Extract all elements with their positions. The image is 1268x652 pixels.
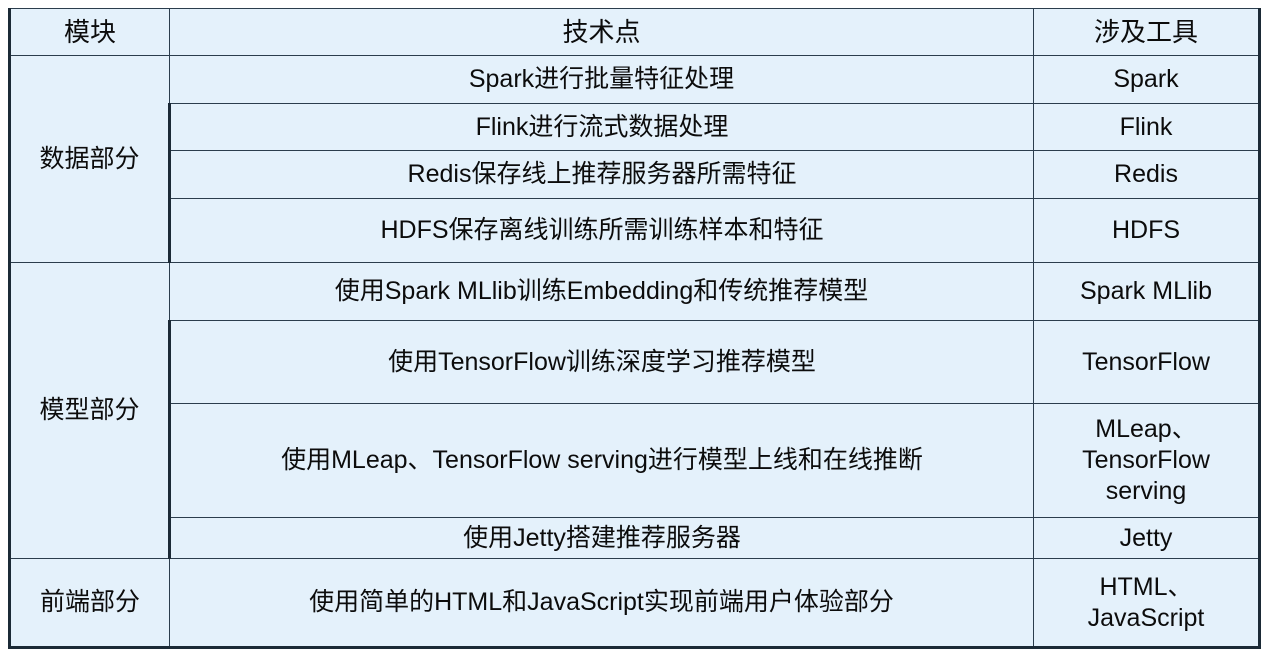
tool-cell: Redis (1033, 150, 1261, 199)
tech-point-cell: Redis保存线上推荐服务器所需特征 (168, 150, 1034, 199)
tool-cell: Flink (1033, 103, 1261, 151)
table-row: 数据部分 Spark进行批量特征处理 Spark (8, 55, 1261, 263)
tech-stack-table: 模块 技术点 涉及工具 数据部分 Spark进行批量特征处理 Spark Fli… (8, 8, 1261, 649)
tool-cell: Spark (1033, 55, 1261, 104)
table-header: 模块 技术点 涉及工具 (8, 8, 1261, 56)
tool-cell: TensorFlow (1033, 320, 1261, 404)
tool-cell: Jetty (1033, 517, 1261, 559)
table-row: HDFS保存离线训练所需训练样本和特征 HDFS (10, 198, 1261, 263)
tech-point-cell: 使用TensorFlow训练深度学习推荐模型 (168, 320, 1034, 404)
table-row: Flink进行流式数据处理 Flink (10, 103, 1261, 151)
table-row: 使用TensorFlow训练深度学习推荐模型 TensorFlow (10, 320, 1261, 404)
table-row: 使用Jetty搭建推荐服务器 Jetty (10, 517, 1261, 559)
table-row: 前端部分 使用简单的HTML和JavaScript实现前端用户体验部分 HTML… (8, 558, 1261, 649)
table-row: 模型部分 使用Spark MLlib训练Embedding和传统推荐模型 Spa… (8, 262, 1261, 559)
tech-point-cell: HDFS保存离线训练所需训练样本和特征 (168, 198, 1034, 263)
module-group-label-data: 数据部分 (8, 55, 170, 263)
tool-cell: HTML、 JavaScript (1033, 558, 1261, 649)
module-group-label-model: 模型部分 (8, 262, 170, 559)
table-row: Redis保存线上推荐服务器所需特征 Redis (10, 150, 1261, 199)
tech-point-cell: 使用Spark MLlib训练Embedding和传统推荐模型 (169, 262, 1034, 321)
module-group-label-frontend: 前端部分 (8, 558, 170, 649)
tech-point-cell: Spark进行批量特征处理 (169, 55, 1034, 104)
table-row: 使用MLeap、TensorFlow serving进行模型上线和在线推断 ML… (10, 403, 1261, 518)
table-header-row: 模块 技术点 涉及工具 (8, 8, 1261, 56)
tech-point-cell: 使用Jetty搭建推荐服务器 (168, 517, 1034, 559)
tech-point-cell: Flink进行流式数据处理 (168, 103, 1034, 151)
tool-cell: HDFS (1033, 198, 1261, 263)
tech-point-cell: 使用MLeap、TensorFlow serving进行模型上线和在线推断 (168, 403, 1034, 518)
tech-point-cell: 使用简单的HTML和JavaScript实现前端用户体验部分 (169, 558, 1034, 649)
tool-cell: MLeap、 TensorFlow serving (1033, 403, 1261, 518)
column-header-module: 模块 (8, 8, 170, 56)
column-header-tech-point: 技术点 (169, 8, 1034, 56)
column-header-tools: 涉及工具 (1033, 8, 1261, 56)
table-body: 数据部分 Spark进行批量特征处理 Spark Flink进行流式数据处理 F… (8, 55, 1261, 649)
tool-cell: Spark MLlib (1033, 262, 1261, 321)
